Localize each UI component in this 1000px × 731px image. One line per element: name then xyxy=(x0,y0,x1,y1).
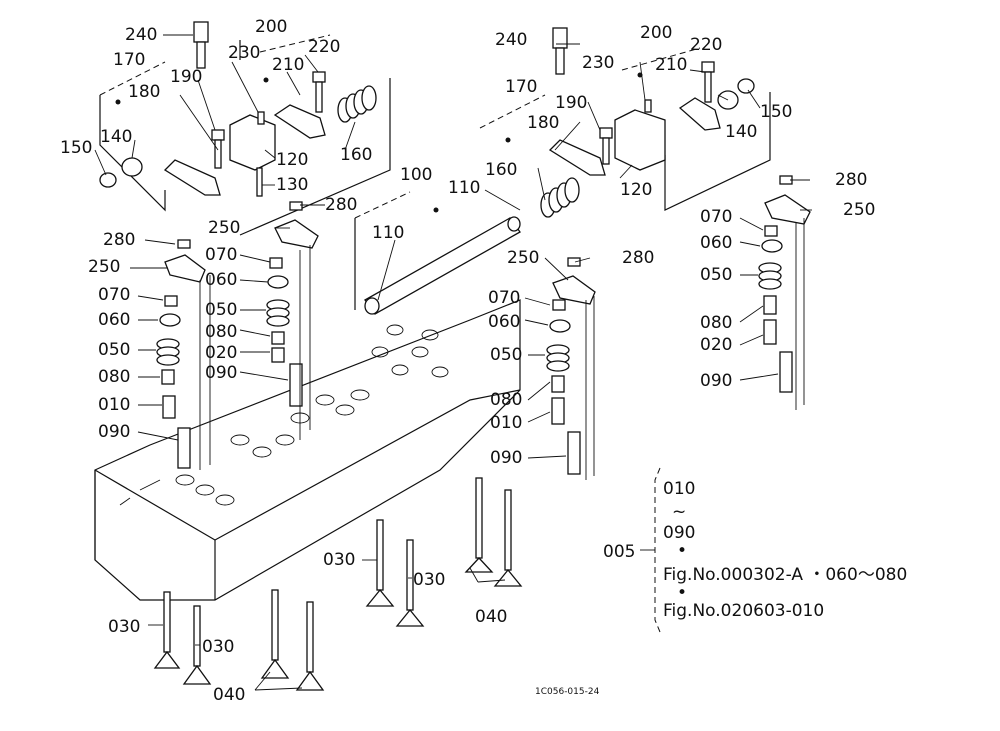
label-160-right: 160 xyxy=(485,160,517,180)
label-140-left: 140 xyxy=(100,127,132,147)
valves xyxy=(153,477,523,691)
note-bullet-1: • xyxy=(677,541,687,561)
note-line-2: Fig.No.020603-010 xyxy=(663,601,824,621)
valve-train-stack-4 xyxy=(758,175,811,410)
label-090-c: 090 xyxy=(490,448,522,468)
reference-note: 005 010 ~ 090 • Fig.No.000302-A ・060～080… xyxy=(603,479,907,621)
label-180-right: 180 xyxy=(527,113,559,133)
valve-train-stack-1 xyxy=(156,239,211,470)
label-160-left: 160 xyxy=(340,145,372,165)
label-040-b: 040 xyxy=(213,685,245,705)
label-240-left: 240 xyxy=(125,25,157,45)
label-030-c: 030 xyxy=(323,550,355,570)
label-200-right: 200 xyxy=(640,23,672,43)
label-280-d: 280 xyxy=(835,170,867,190)
label-050-c: 050 xyxy=(490,345,522,365)
label-030-a: 030 xyxy=(108,617,140,637)
label-030-d: 030 xyxy=(413,570,445,590)
label-030-b: 030 xyxy=(202,637,234,657)
label-050-a: 050 xyxy=(205,300,237,320)
right-rocker-assembly xyxy=(479,27,771,218)
label-250-a: 250 xyxy=(208,218,240,238)
note-tilde: ~ xyxy=(672,502,686,522)
label-120-right: 120 xyxy=(620,180,652,200)
valve-train-stack-3 xyxy=(546,257,596,480)
label-050-b: 050 xyxy=(98,340,130,360)
label-080-a: 080 xyxy=(205,322,237,342)
label-170-left: 170 xyxy=(113,50,145,70)
note-range-start: 010 xyxy=(663,479,695,499)
label-240-right: 240 xyxy=(495,30,527,50)
label-060-b: 060 xyxy=(98,310,130,330)
label-140-right: 140 xyxy=(725,122,757,142)
label-080-d: 080 xyxy=(700,313,732,333)
label-070-c: 070 xyxy=(488,288,520,308)
deck-holes xyxy=(175,324,449,506)
valve-train-stack-2 xyxy=(266,201,319,440)
label-070-b: 070 xyxy=(98,285,130,305)
label-210-right: 210 xyxy=(655,55,687,75)
part-labels: 240 200 230 220 210 170 190 180 140 150 … xyxy=(60,17,875,705)
label-050-d: 050 xyxy=(700,265,732,285)
label-010-b: 010 xyxy=(490,413,522,433)
label-190-left: 190 xyxy=(170,67,202,87)
label-060-c: 060 xyxy=(488,312,520,332)
label-250-d: 250 xyxy=(843,200,875,220)
label-120-left: 120 xyxy=(276,150,308,170)
label-020-d: 020 xyxy=(700,335,732,355)
label-250-b: 250 xyxy=(88,257,120,277)
label-200-left: 200 xyxy=(255,17,287,37)
label-100: 100 xyxy=(400,165,432,185)
label-210-left: 210 xyxy=(272,55,304,75)
label-150-left: 150 xyxy=(60,138,92,158)
label-230-right: 230 xyxy=(582,53,614,73)
label-220-right: 220 xyxy=(690,35,722,55)
note-line-1: Fig.No.000302-A ・060～080 xyxy=(663,565,907,585)
note-range-end: 090 xyxy=(663,523,695,543)
label-150-right: 150 xyxy=(760,102,792,122)
label-090-b: 090 xyxy=(98,422,130,442)
label-070-a: 070 xyxy=(205,245,237,265)
label-090-d: 090 xyxy=(700,371,732,391)
leader-lines xyxy=(94,34,812,691)
label-090-a: 090 xyxy=(205,363,237,383)
rocker-shaft xyxy=(354,191,521,315)
note-code: 005 xyxy=(603,542,635,562)
label-060-a: 060 xyxy=(205,270,237,290)
label-170-right: 170 xyxy=(505,77,537,97)
label-130-left: 130 xyxy=(276,175,308,195)
label-070-d: 070 xyxy=(700,207,732,227)
label-080-c: 080 xyxy=(490,390,522,410)
label-220-left: 220 xyxy=(308,37,340,57)
label-180-left: 180 xyxy=(128,82,160,102)
label-060-d: 060 xyxy=(700,233,732,253)
label-190-right: 190 xyxy=(555,93,587,113)
note-bullet-2: • xyxy=(677,583,687,603)
label-230-left: 230 xyxy=(228,43,260,63)
label-110-b: 110 xyxy=(372,223,404,243)
spring-160-right xyxy=(540,177,580,218)
label-010-a: 010 xyxy=(98,395,130,415)
label-280-b: 280 xyxy=(103,230,135,250)
label-280-a: 280 xyxy=(325,195,357,215)
figure-code: 1C056-015-24 xyxy=(535,687,600,697)
label-250-c: 250 xyxy=(507,248,539,268)
cylinder-head xyxy=(94,299,521,601)
label-110-a: 110 xyxy=(448,178,480,198)
label-280-c: 280 xyxy=(622,248,654,268)
label-020-a: 020 xyxy=(205,343,237,363)
label-080-b: 080 xyxy=(98,367,130,387)
spring-160-left xyxy=(337,85,377,123)
label-040-a: 040 xyxy=(475,607,507,627)
